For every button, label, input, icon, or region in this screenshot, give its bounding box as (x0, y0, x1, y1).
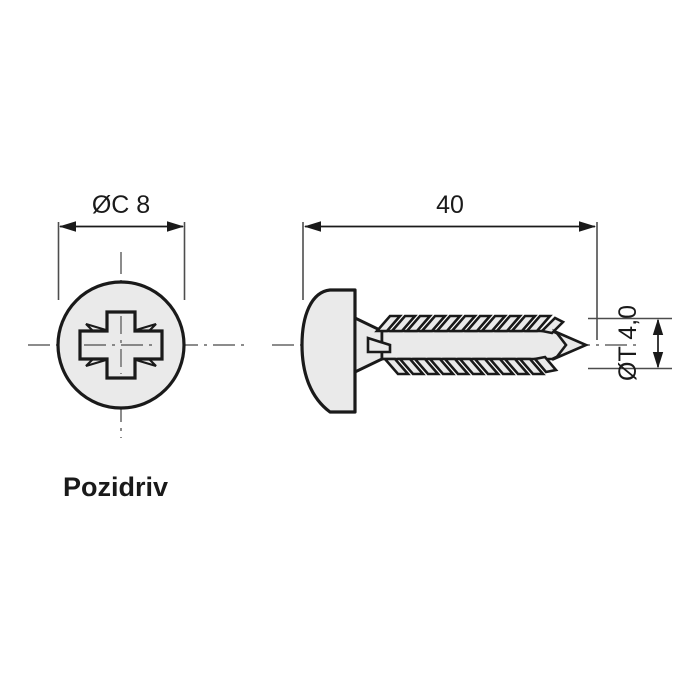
drive-type-caption: Pozidriv (63, 472, 168, 502)
screw-head-profile (300, 288, 357, 414)
screw-shank-core (380, 329, 586, 361)
head-diameter-dimension-line (59, 221, 184, 232)
screw-thread-lower-flanks (382, 355, 559, 376)
length-dimension-extension-lines (302, 222, 598, 340)
arrow-left-icon (59, 221, 76, 232)
screw-thread-upper-flanks (374, 314, 566, 335)
thread-diameter-dimension-line (652, 318, 664, 369)
screw-length-label: 40 (436, 191, 464, 219)
arrow-right-icon (579, 221, 596, 232)
screw-side-view: 40 (272, 191, 672, 414)
length-dimension-line (304, 221, 596, 232)
head-dimension-extension-lines (57, 222, 186, 300)
arrow-up-icon (652, 318, 664, 335)
screw-tip-point (551, 328, 590, 362)
arrow-right-icon (167, 221, 184, 232)
thread-start-wedge (366, 336, 392, 354)
thread-diameter-label: ØT 4,0 (614, 305, 642, 381)
arrow-left-icon (304, 221, 321, 232)
arrow-down-icon (652, 352, 664, 369)
pozidriv-cross-recess (78, 310, 164, 380)
head-diameter-label: ØC 8 (92, 191, 150, 219)
screw-head-top-view: ØC 8 Pozid (28, 191, 250, 502)
